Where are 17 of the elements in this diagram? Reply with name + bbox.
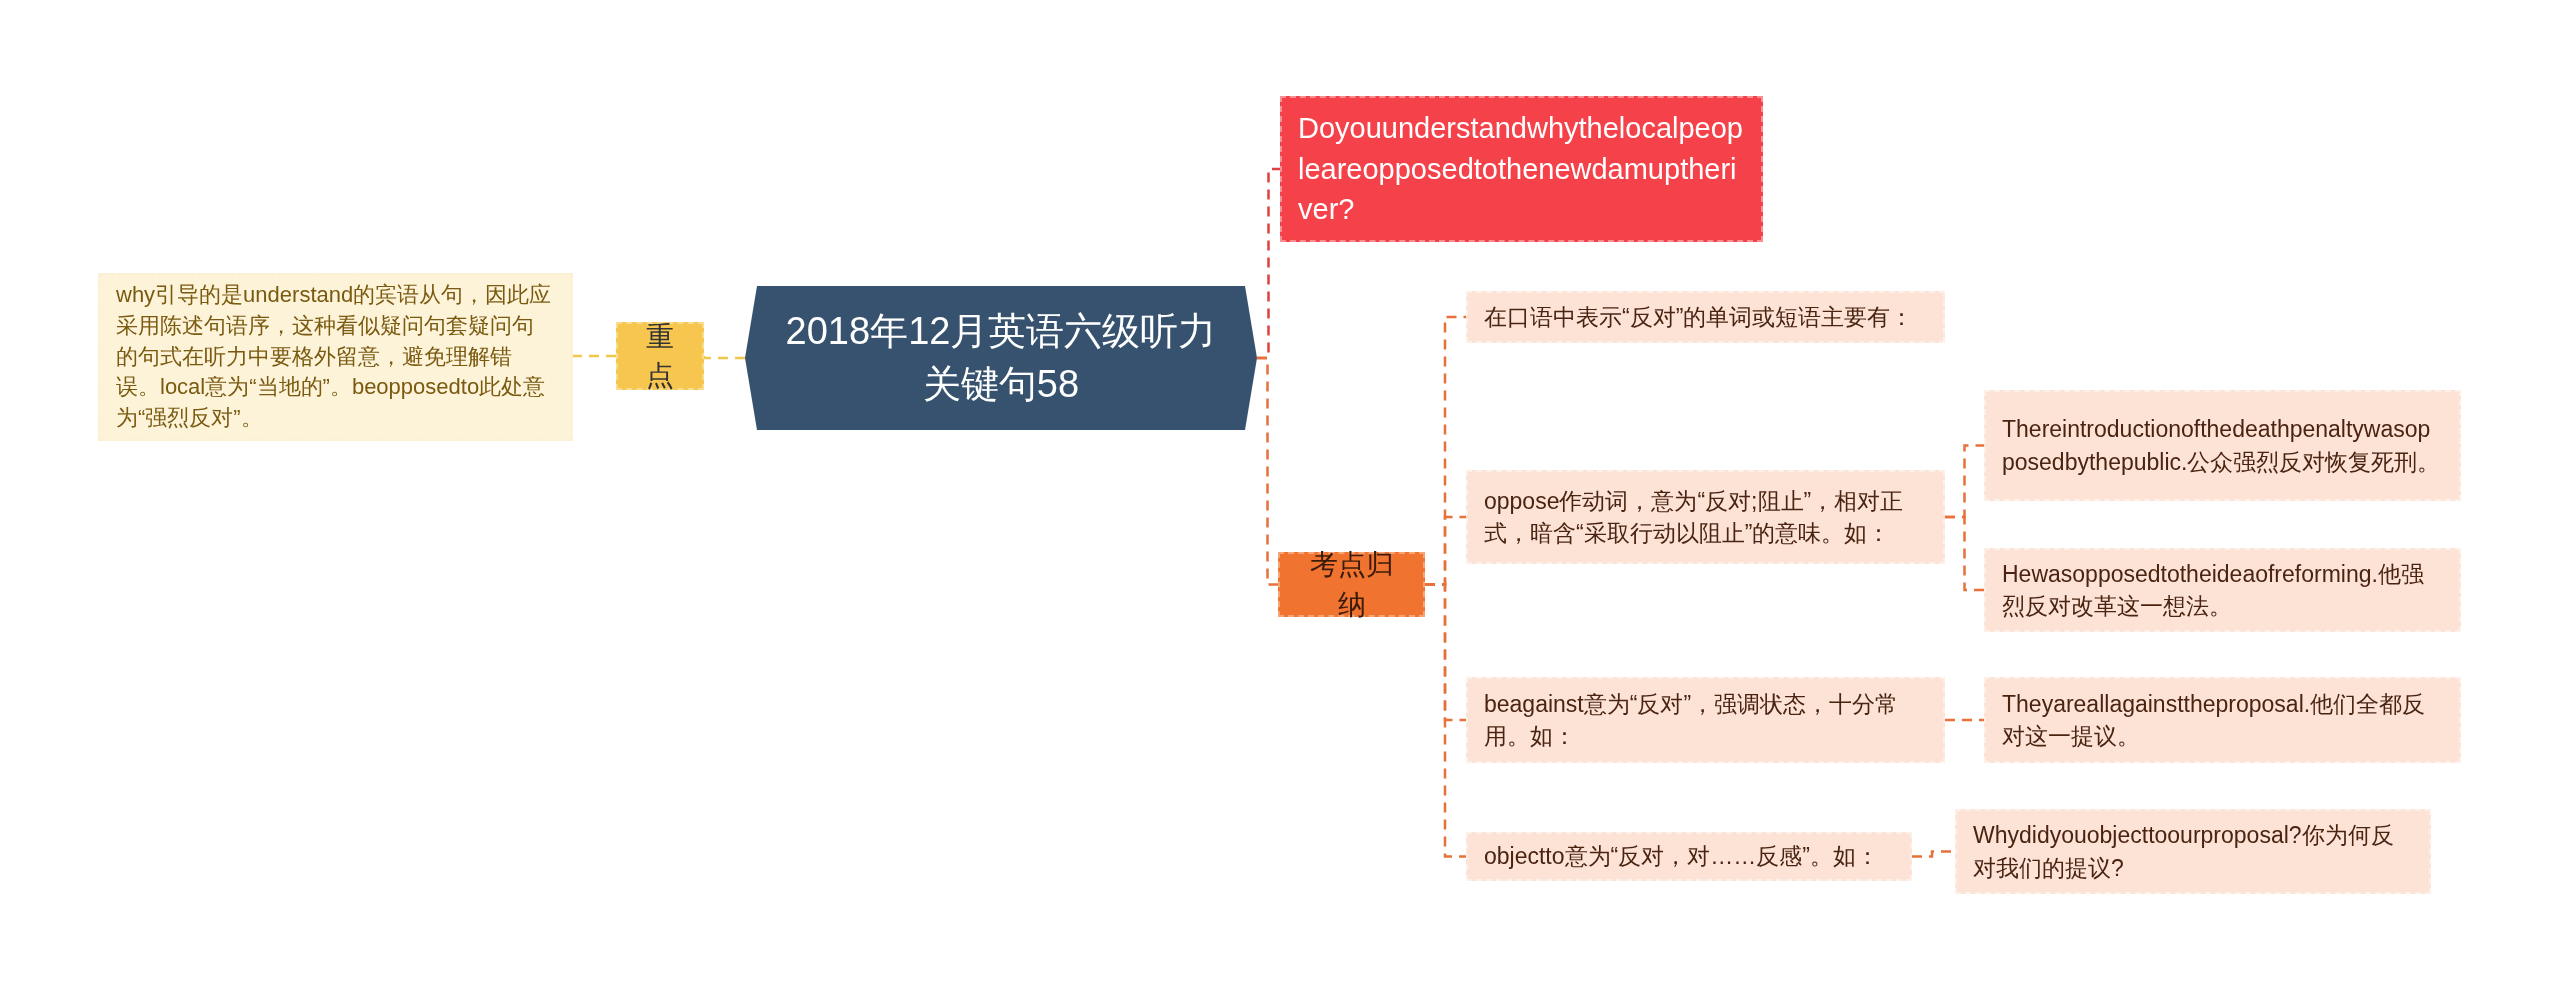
note-box: Hewasopposedtotheideaofreforming.他强烈反对改革这一想法。 [1984,548,2461,632]
note-box: why引导的是understand的宾语从句，因此应采用陈述句语序，这种看似疑问句套疑问句的句式在听力中要格外留意，避免理解错误。local意为“当地的”。beopposedto此处意为“强烈反对”。 [98,273,573,441]
topic-box: 重点 [616,322,704,390]
connector-line [1257,356,1278,586]
note-box: objectto意为“反对，对……反感”。如： [1466,832,1912,881]
connector-line [1425,583,1466,858]
connector-line [1945,718,1984,722]
note-box: beagainst意为“反对”，强调状态，十分常用。如： [1466,677,1945,763]
question-box: Doyouunderstandwhythelocalpeopleareopposedtothenewdamuptheriver? [1280,96,1763,242]
connector-line [1945,515,1984,592]
note-box: Thereintroductionofthedeathpenaltywasopposedbythepublic.公众强烈反对恢复死刑。 [1984,390,2461,501]
note-box: Whydidyouobjecttoourproposal?你为何反对我们的提议? [1955,809,2431,894]
note-box: 在口语中表示“反对”的单词或短语主要有： [1466,291,1945,343]
note-box: oppose作动词，意为“反对;阻止”，相对正式，暗含“采取行动以阻止”的意味。如： [1466,470,1945,564]
connector-line [573,354,616,358]
topic-box: 考点归纳 [1278,552,1425,617]
note-box: Theyareallagainsttheproposal.他们全都反对这一提议。 [1984,677,2461,763]
